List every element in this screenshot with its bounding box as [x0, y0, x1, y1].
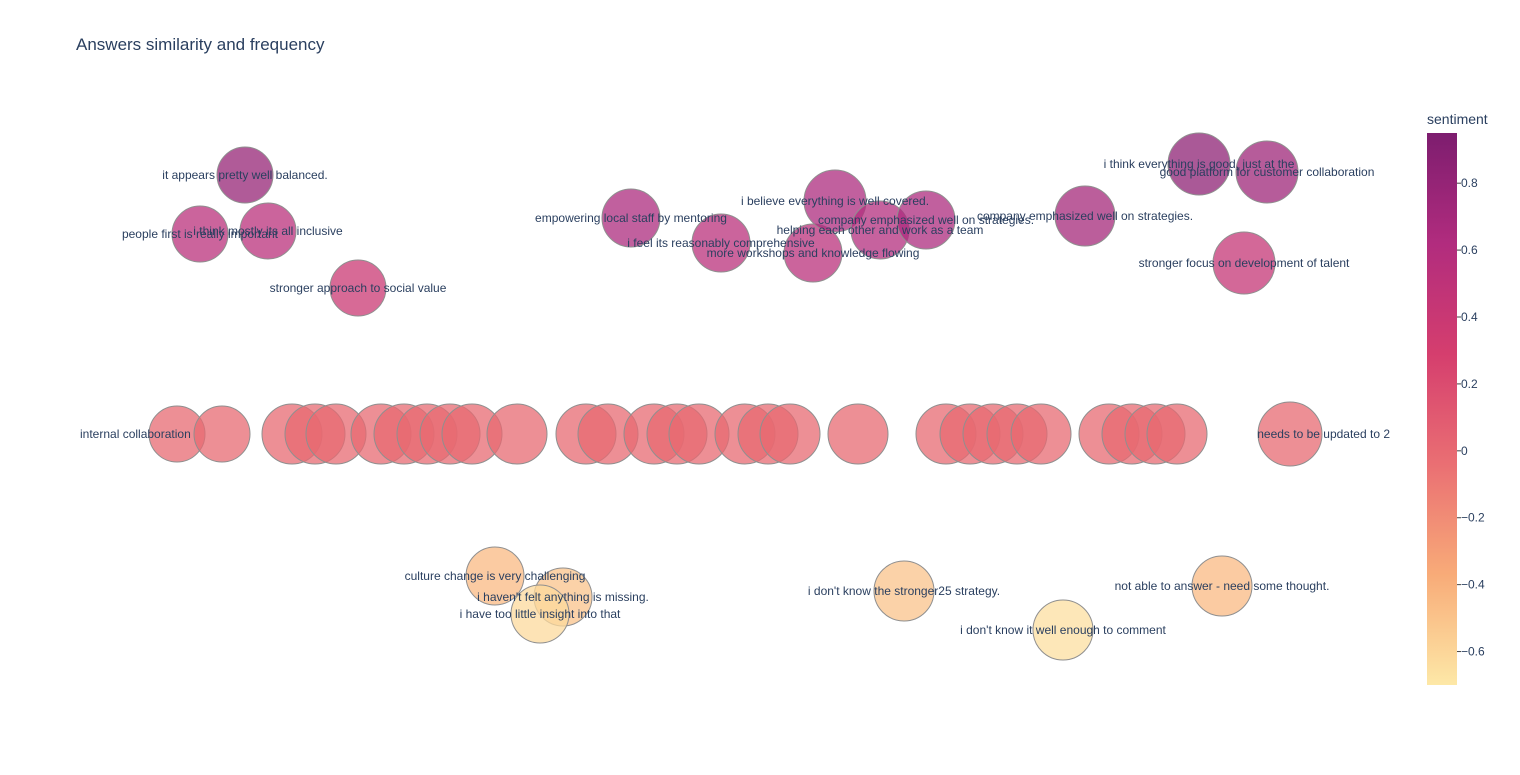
bubble-label: people first is really important: [122, 227, 279, 241]
colorbar-tick-label: 0.6: [1461, 243, 1478, 257]
colorbar-tick-label: −0.4: [1461, 578, 1485, 592]
bubble-label: i don't know it well enough to comment: [960, 623, 1166, 637]
colorbar-gradient: [1427, 133, 1457, 685]
bubble[interactable]: [216, 146, 274, 204]
bubbles-layer: [148, 132, 1323, 661]
bubble-neutral[interactable]: [1010, 403, 1072, 465]
colorbar-tick-label: 0.4: [1461, 310, 1478, 324]
colorbar-tick-label: 0: [1461, 444, 1468, 458]
bubble-neutral[interactable]: [486, 403, 548, 465]
bubble[interactable]: [239, 202, 297, 260]
bubble-label: i have too little insight into that: [460, 607, 621, 621]
colorbar: sentiment 0.8 0.6 0.4 0.2 0 −0.2 −0.4 −0.6: [1427, 111, 1488, 685]
bubble[interactable]: [329, 259, 387, 317]
bubble-label: company emphasized well on strategies.: [977, 209, 1193, 223]
bubble[interactable]: [1032, 599, 1094, 661]
row-right-label: needs to be updated to 2: [1257, 427, 1390, 441]
bubble[interactable]: [171, 205, 229, 263]
bubble-label: stronger focus on development of talent: [1139, 256, 1350, 270]
bubble[interactable]: [896, 190, 956, 250]
bubble-label: helping each other and work as a team: [777, 223, 984, 237]
bubble-label: i think mostly its all inclusive: [193, 224, 343, 238]
bubble-neutral[interactable]: [759, 403, 821, 465]
bubble[interactable]: [465, 546, 525, 606]
bubble-label: good platform for customer collaboration: [1160, 165, 1375, 179]
colorbar-tick-label: 0.2: [1461, 377, 1478, 391]
bubble[interactable]: [1167, 132, 1231, 196]
bubble-neutral[interactable]: [1146, 403, 1208, 465]
labels-layer: it appears pretty well balanced. people f…: [80, 157, 1390, 637]
bubble-label: it appears pretty well balanced.: [162, 168, 327, 182]
bubble[interactable]: [1054, 185, 1116, 247]
bubble-label: i haven't felt anything is missing.: [477, 590, 649, 604]
bubble[interactable]: [601, 188, 661, 248]
row-left-label: internal collaboration: [80, 427, 191, 441]
bubble-label: not able to answer - need some thought.: [1115, 579, 1330, 593]
bubble-label: empowering local staff by mentoring: [535, 211, 727, 225]
bubble[interactable]: [1235, 140, 1299, 204]
bubble[interactable]: [1191, 555, 1253, 617]
bubble-label: culture change is very challenging: [405, 569, 586, 583]
bubble-label: i believe everything is well covered.: [741, 194, 929, 208]
bubble[interactable]: [803, 169, 867, 233]
bubble-label: i don't know the stronger25 strategy.: [808, 584, 1000, 598]
bubble-neutral[interactable]: [193, 405, 251, 463]
bubble-label: more workshops and knowledge flowing: [707, 246, 920, 260]
bubble-label: i feel its reasonably comprehensive: [627, 236, 815, 250]
bubble[interactable]: [783, 223, 843, 283]
colorbar-ticks: 0.8 0.6 0.4 0.2 0 −0.2 −0.4 −0.6: [1457, 176, 1485, 659]
colorbar-title: sentiment: [1427, 111, 1488, 127]
bubble[interactable]: [873, 560, 935, 622]
colorbar-tick-label: −0.2: [1461, 511, 1485, 525]
bubble-neutral[interactable]: [827, 403, 889, 465]
bubble-label: company emphasized well on strategies.: [818, 213, 1034, 227]
colorbar-tick-label: 0.8: [1461, 176, 1478, 190]
colorbar-tick-label: −0.6: [1461, 645, 1485, 659]
bubble[interactable]: [510, 584, 570, 644]
bubble[interactable]: [691, 213, 751, 273]
bubble-label: i think everything is good, just at the: [1104, 157, 1295, 171]
chart-title: Answers similarity and frequency: [76, 35, 325, 54]
bubble[interactable]: [1212, 231, 1276, 295]
bubble-label: stronger approach to social value: [270, 281, 447, 295]
bubble-neutral[interactable]: [1257, 401, 1323, 467]
